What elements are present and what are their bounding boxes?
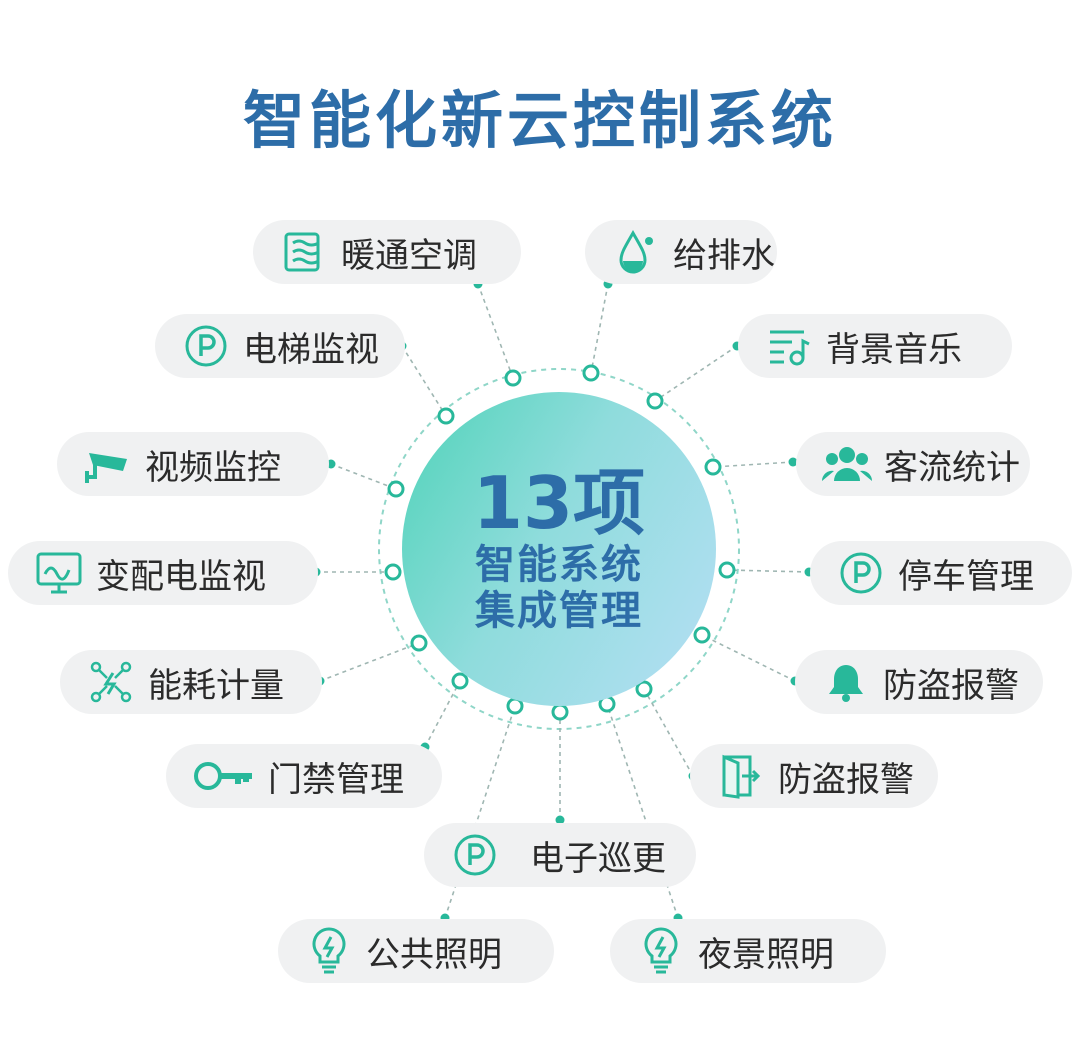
- light-bulb-icon: [636, 926, 686, 976]
- ring-node-dot: [704, 458, 722, 476]
- connector-line: [701, 634, 796, 682]
- pill-label: 防盗报警: [883, 665, 1019, 706]
- system-pill-footfall[interactable]: 客流统计: [796, 432, 1030, 496]
- ring-node-dot: [410, 634, 428, 652]
- system-pill-music[interactable]: 背景音乐: [738, 314, 1012, 378]
- cctv-camera-icon: [83, 439, 133, 489]
- system-pill-alarm-door[interactable]: 防盗报警: [690, 744, 938, 808]
- system-pill-night-lighting[interactable]: 夜景照明: [610, 919, 886, 983]
- hub-line-3: 集成管理: [475, 588, 643, 634]
- music-list-icon: [764, 321, 814, 371]
- connector-line: [401, 345, 447, 417]
- door-exit-icon: [716, 751, 766, 801]
- pill-label: 停车管理: [898, 556, 1034, 597]
- connector-end-dot: [555, 815, 565, 825]
- pill-label: 变配电监视: [96, 556, 266, 597]
- pill-label: 背景音乐: [826, 329, 962, 370]
- pill-label: 视频监控: [145, 447, 281, 488]
- connector-line: [643, 688, 694, 777]
- center-hub: 13项 智能系统 集成管理: [402, 392, 716, 706]
- hub-count: 13项: [472, 461, 646, 545]
- pill-label: 能耗计量: [148, 665, 284, 706]
- pill-label: 门禁管理: [268, 759, 404, 800]
- ring-node-dot: [384, 563, 402, 581]
- monitor-waveform-icon: [34, 548, 84, 598]
- connector-line: [654, 345, 738, 402]
- system-pill-public-lighting[interactable]: 公共照明: [278, 919, 554, 983]
- pill-label: 电梯监视: [243, 329, 379, 370]
- parking-p-icon: [836, 548, 886, 598]
- pill-label: 暖通空调: [341, 235, 477, 276]
- parking-p-icon: [450, 830, 500, 880]
- connector-line: [726, 569, 810, 573]
- ring-node-dot: [437, 407, 455, 425]
- ring-node-dot: [387, 480, 405, 498]
- pill-label: 公共照明: [366, 934, 502, 975]
- connector-line: [606, 703, 679, 919]
- ring-node-dot: [451, 672, 469, 690]
- system-pill-alarm[interactable]: 防盗报警: [795, 650, 1043, 714]
- pill-label: 防盗报警: [778, 759, 914, 800]
- connector-line: [444, 705, 516, 919]
- bell-icon: [821, 657, 871, 707]
- pill-label: 给排水: [673, 235, 775, 276]
- system-pill-parking[interactable]: 停车管理: [810, 541, 1072, 605]
- ring-node-dot: [718, 561, 736, 579]
- system-pill-power[interactable]: 变配电监视: [8, 541, 318, 605]
- energy-network-icon: [86, 657, 136, 707]
- connector-line: [330, 463, 397, 490]
- pill-label: 电子巡更: [530, 838, 666, 879]
- ring-node-dot: [635, 680, 653, 698]
- ring-node-dot: [582, 364, 600, 382]
- orbit-ring: [378, 368, 740, 730]
- system-pill-water[interactable]: 给排水: [585, 220, 777, 284]
- page-title: 智能化新云控制系统: [242, 84, 837, 157]
- system-pill-energy[interactable]: 能耗计量: [60, 650, 322, 714]
- people-group-icon: [822, 439, 872, 489]
- light-bulb-icon: [304, 926, 354, 976]
- system-pill-patrol[interactable]: 电子巡更: [424, 823, 696, 887]
- connector-line: [319, 642, 420, 682]
- ring-node-dot: [646, 392, 664, 410]
- parking-p-icon: [181, 321, 231, 371]
- connector-end-dot: [788, 457, 798, 467]
- connector-line: [477, 283, 514, 379]
- ring-node-dot: [551, 703, 569, 721]
- ring-node-dot: [504, 369, 522, 387]
- water-drop-icon: [611, 227, 661, 277]
- pill-label: 夜景照明: [698, 934, 834, 975]
- connector-line: [424, 680, 461, 748]
- system-pill-video[interactable]: 视频监控: [57, 432, 329, 496]
- connector-line: [712, 461, 794, 468]
- pill-label: 客流统计: [884, 447, 1020, 488]
- connector-line: [590, 283, 609, 374]
- ring-node-dot: [693, 626, 711, 644]
- hub-line-2: 智能系统: [475, 542, 643, 588]
- system-pill-access[interactable]: 门禁管理: [166, 744, 442, 808]
- system-pill-hvac[interactable]: 暖通空调: [253, 220, 521, 284]
- system-pill-elevator[interactable]: 电梯监视: [155, 314, 405, 378]
- key-icon: [192, 751, 256, 801]
- airflow-icon: [279, 227, 329, 277]
